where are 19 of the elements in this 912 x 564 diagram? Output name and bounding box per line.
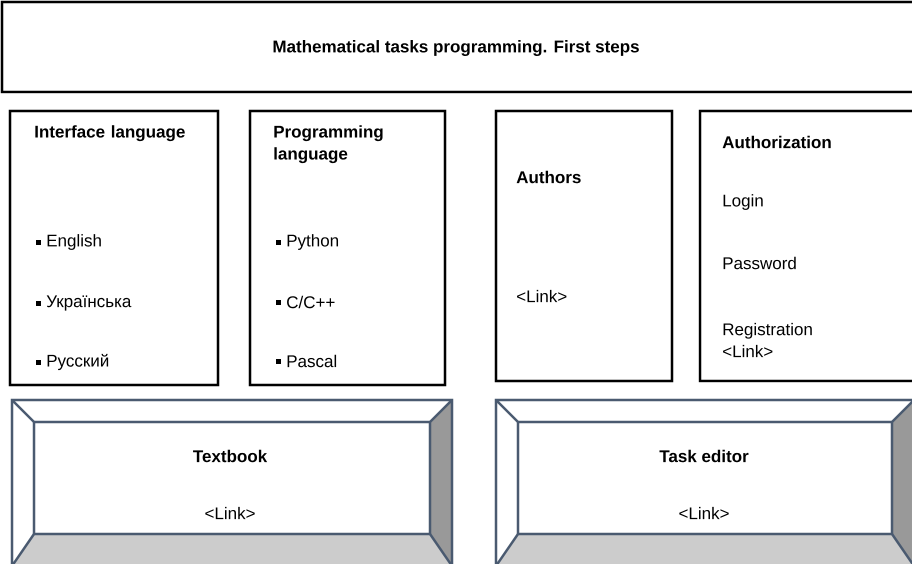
item-text: Login — [724, 194, 763, 210]
heading: Authorization — [722, 136, 831, 148]
heading: Textbook — [193, 450, 268, 462]
item-text: English — [48, 234, 101, 250]
item-text: Password — [724, 256, 796, 270]
item-text: Українська — [46, 295, 132, 311]
heading: Task editor — [659, 450, 748, 462]
item-text: Русский — [48, 354, 108, 370]
heading: Authors — [516, 170, 581, 184]
heading: Interface language — [35, 125, 185, 142]
item-text: Python — [288, 234, 338, 250]
item-text: C/C++ — [287, 296, 334, 308]
heading: Programming language — [274, 125, 383, 164]
item-text: Registration <Link> — [723, 322, 812, 358]
item-text: <Link> — [517, 290, 566, 302]
item-text: Pascal — [288, 354, 336, 368]
item-text: <Link> — [679, 506, 729, 520]
item-text: <Link> — [205, 506, 255, 520]
heading: Mathematical tasks programming. First steps — [274, 40, 639, 56]
